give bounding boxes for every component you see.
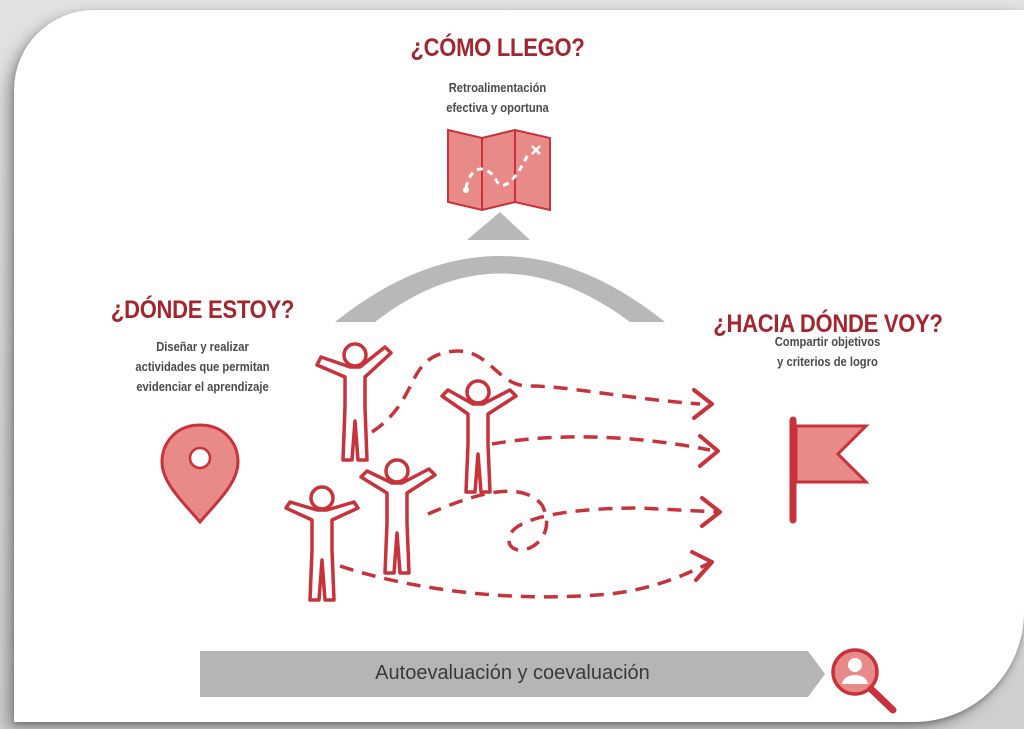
description-line: Compartir objetivos <box>774 334 881 349</box>
student-figure <box>284 485 360 602</box>
description-line: evidenciar el aprendizaje <box>136 379 269 394</box>
donde-estoy-title: ¿DÓNDE ESTOY? <box>110 296 295 324</box>
diagram-card <box>14 10 1024 722</box>
hacia-donde-title: ¿HACIA DÓNDE VOY? <box>713 310 943 338</box>
map-icon <box>447 128 551 212</box>
progress-paths <box>339 349 719 599</box>
user-search-icon <box>831 648 897 714</box>
hacia-donde-description: Compartir objetivos y criterios de logro <box>748 332 907 372</box>
self-assessment-label: Autoevaluación y coevaluación <box>375 662 650 684</box>
flag-icon <box>789 416 870 524</box>
student-figure <box>315 342 393 462</box>
description-line: y criterios de logro <box>777 354 878 369</box>
como-llego-title: ¿CÓMO LLEGO? <box>410 34 585 62</box>
como-llego-description: Retroalimentación efectiva y oportuna <box>414 78 582 118</box>
student-figure <box>359 458 437 575</box>
path-arrowheads <box>690 388 722 582</box>
student-figures <box>284 342 518 602</box>
donde-estoy-description: Diseñar y realizar actividades que permi… <box>106 337 300 397</box>
self-assessment-bar <box>200 651 825 697</box>
student-figure <box>440 379 518 494</box>
description-line: actividades que permitan <box>135 359 270 374</box>
location-pin-icon <box>160 423 240 525</box>
description-line: Diseñar y realizar <box>156 339 249 354</box>
description-line: efectiva y oportuna <box>446 100 549 115</box>
description-line: Retroalimentación <box>448 80 547 95</box>
cycle-arc <box>335 212 665 322</box>
